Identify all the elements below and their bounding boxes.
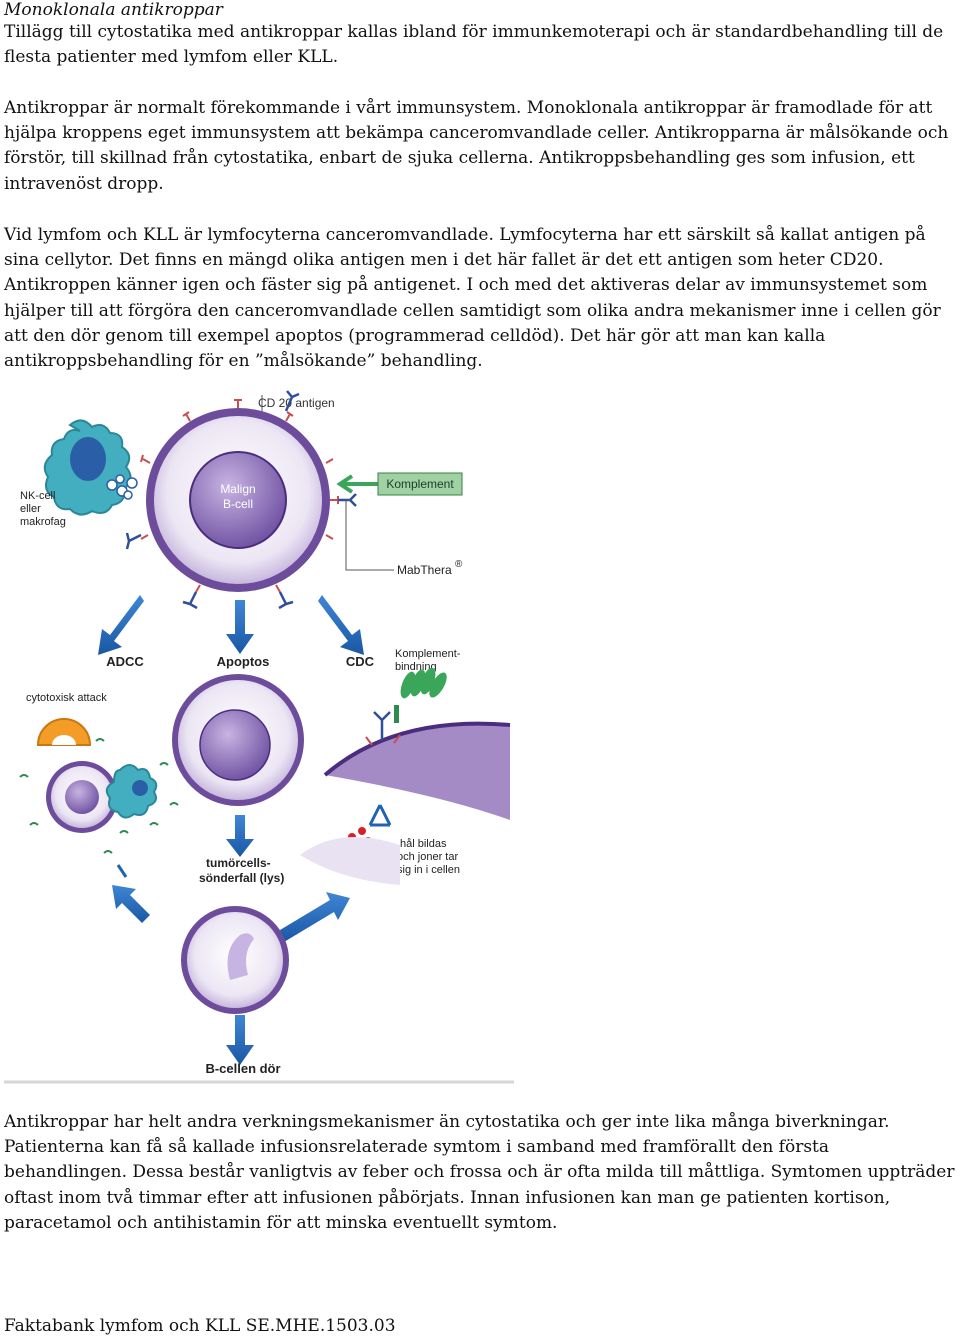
cytotox-label: cytotoxisk attack — [26, 692, 107, 704]
adcc-nk-cell — [105, 764, 158, 819]
hal-label-line3: sig in i cellen — [397, 864, 460, 876]
adcc-target-nucleus — [65, 780, 99, 814]
cdc-cell-fragment — [325, 723, 510, 820]
mechanism-figure: CD 20 antigen Malign B-cell NK-cell elle… — [0, 385, 520, 1085]
cytotox-cell — [36, 718, 92, 746]
cytotox-pocket — [52, 735, 76, 745]
paragraph-intro: Tillägg till cytostatika med antikroppar… — [4, 22, 944, 68]
malign-label-line2: B-cell — [223, 497, 253, 511]
arrows-row2 — [112, 815, 350, 942]
arrows-row1 — [98, 595, 364, 655]
paragraph-side-effects: Antikroppar har helt andra verkningsmeka… — [4, 1112, 955, 1233]
komplement-arrow — [336, 474, 378, 494]
adcc-small-arrow — [116, 864, 128, 878]
komplement-box — [377, 472, 463, 496]
lys-label-line2: sönderfall (lys) — [199, 871, 284, 885]
komplement-label: Komplement — [386, 477, 454, 491]
apoptos-nucleus — [199, 709, 271, 781]
komplementbindning-line2: bindning — [395, 661, 437, 673]
paragraph-antibodies: Antikroppar är normalt förekommande i vå… — [4, 98, 949, 194]
lys-label-line1: tumörcells- — [206, 856, 271, 870]
cdc-small-arrow — [368, 804, 392, 827]
nk-label-line2: eller — [20, 503, 41, 515]
cd20-antigens — [140, 399, 339, 593]
lys-crack — [227, 933, 254, 980]
cdc-membrane — [323, 721, 511, 777]
complement-proteins — [394, 667, 447, 723]
komplementbindning-line1: Komplement- — [395, 648, 461, 660]
hal-label-line1: hål bildas — [400, 838, 447, 850]
adcc-label: ADCC — [106, 654, 144, 669]
nk-label-line1: NK-cell — [20, 490, 55, 502]
cd20-label: CD 20 antigen — [258, 396, 335, 410]
cdc-antibodies — [373, 711, 391, 740]
mabthera-trademark: ® — [455, 559, 463, 570]
mabthera-pointer — [345, 499, 394, 571]
nk-granules — [106, 474, 138, 500]
footer-reference: Faktabank lymfom och KLL SE.MHE.1503.03 — [4, 1316, 396, 1336]
adcc-granules — [19, 738, 179, 854]
ruptured-cell — [300, 837, 400, 885]
mabthera-label: MabThera — [397, 563, 452, 577]
section-heading: Monoklonala antikroppar — [4, 0, 223, 20]
nk-nucleus — [70, 437, 106, 481]
apoptos-label: Apoptos — [217, 654, 270, 669]
cdc-label: CDC — [346, 654, 375, 669]
malign-label-line1: Malign — [220, 482, 255, 496]
hal-label-line2: och joner tar — [397, 851, 458, 863]
adcc-nk-nucleus — [132, 780, 148, 796]
nk-label-line3: makrofag — [20, 516, 66, 528]
malign-cell-nucleus — [189, 451, 287, 549]
arrow-final — [226, 1015, 254, 1065]
paragraph-cd20: Vid lymfom och KLL är lymfocyterna cance… — [4, 225, 941, 372]
bdor-label: B-cellen dör — [205, 1061, 280, 1076]
cdc-antigens — [365, 734, 401, 746]
